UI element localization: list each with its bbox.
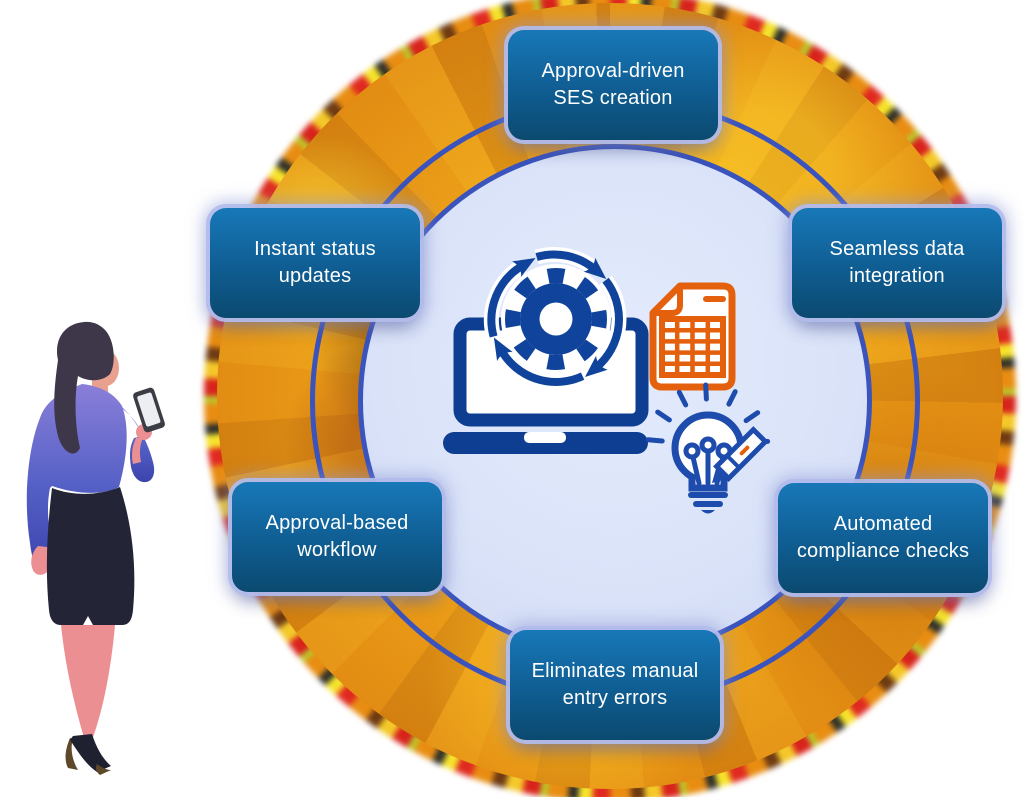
- spreadsheet-document-icon: [649, 282, 736, 391]
- node-instant-status-updates: Instant status updates: [210, 208, 420, 318]
- node-label: Approval-based workflow: [265, 512, 409, 561]
- woman-holding-phone-illustration: [26, 321, 165, 775]
- shoe-front: [70, 734, 111, 772]
- skirt: [46, 487, 135, 625]
- node-approval-based-workflow: Approval-based workflow: [232, 482, 442, 592]
- laptop-sync-gear-icon: [443, 246, 649, 454]
- node-eliminates-manual-entry-errors: Eliminates manual entry errors: [510, 630, 720, 740]
- shoe-heel: [65, 738, 78, 770]
- node-label: Seamless data integration: [829, 238, 965, 287]
- lightbulb-pencil-icon: [645, 382, 771, 514]
- legs: [61, 625, 115, 740]
- node-label: Instant status updates: [254, 238, 376, 287]
- node-label: Eliminates manual entry errors: [531, 660, 699, 709]
- hair: [54, 321, 114, 454]
- node-automated-compliance-checks: Automated compliance checks: [778, 483, 988, 593]
- right-arm: [110, 398, 155, 483]
- center-artwork: [443, 246, 771, 514]
- node-label: Automated compliance checks: [796, 513, 970, 562]
- phone: [133, 387, 165, 433]
- shoe-sole: [96, 764, 111, 775]
- blouse: [26, 384, 127, 570]
- node-approval-driven-ses-creation: Approval-driven SES creation: [508, 30, 718, 140]
- node-seamless-data-integration: Seamless data integration: [792, 208, 1002, 318]
- node-label: Approval-driven SES creation: [541, 60, 685, 109]
